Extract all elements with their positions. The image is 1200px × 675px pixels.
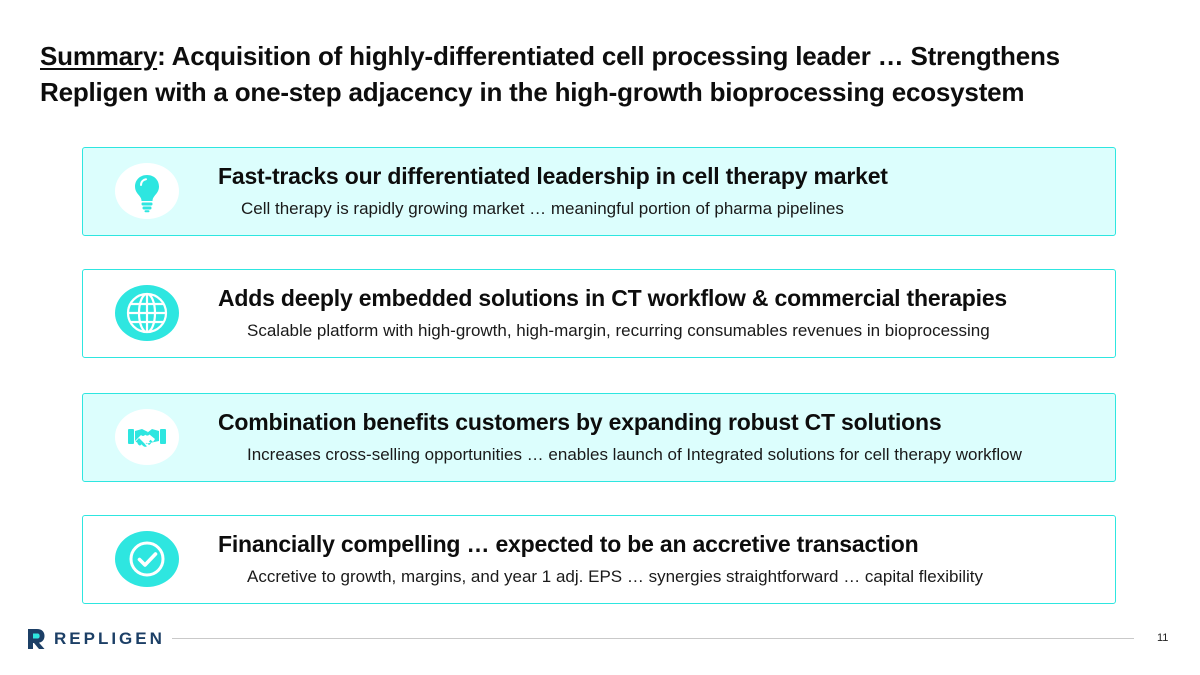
card-subtext: Accretive to growth, margins, and year 1… xyxy=(247,567,984,586)
summary-card-leadership: Fast-tracks our differentiated leadershi… xyxy=(82,147,1116,236)
globe-icon xyxy=(115,284,179,342)
footer-divider xyxy=(172,638,1134,639)
repligen-logo-mark-icon xyxy=(28,629,45,649)
repligen-wordmark: REPLIGEN xyxy=(54,629,165,648)
slide-title-text: : Acquisition of highly-differentiated c… xyxy=(40,41,1060,107)
repligen-logo: REPLIGEN xyxy=(26,626,165,652)
card-subtext: Cell therapy is rapidly growing market …… xyxy=(241,199,844,218)
card-heading: Adds deeply embedded solutions in CT wor… xyxy=(218,285,1008,311)
card-heading: Combination benefits customers by expand… xyxy=(218,409,942,435)
card-subtext: Scalable platform with high-growth, high… xyxy=(247,321,990,340)
summary-card-financial: Financially compelling … expected to be … xyxy=(82,515,1116,604)
summary-card-solutions: Adds deeply embedded solutions in CT wor… xyxy=(82,269,1116,358)
card-heading: Financially compelling … expected to be … xyxy=(218,531,919,557)
summary-card-customers: Combination benefits customers by expand… xyxy=(82,393,1116,482)
card-subtext: Increases cross-selling opportunities … … xyxy=(247,445,1022,464)
lightbulb-icon xyxy=(115,162,179,220)
slide-title: Summary: Acquisition of highly-different… xyxy=(40,38,1150,110)
page-number: 11 xyxy=(1157,632,1169,644)
slide-title-lead: Summary xyxy=(40,41,158,71)
handshake-icon xyxy=(115,408,179,466)
card-heading: Fast-tracks our differentiated leadershi… xyxy=(218,163,888,189)
checkmark-icon xyxy=(115,530,179,588)
